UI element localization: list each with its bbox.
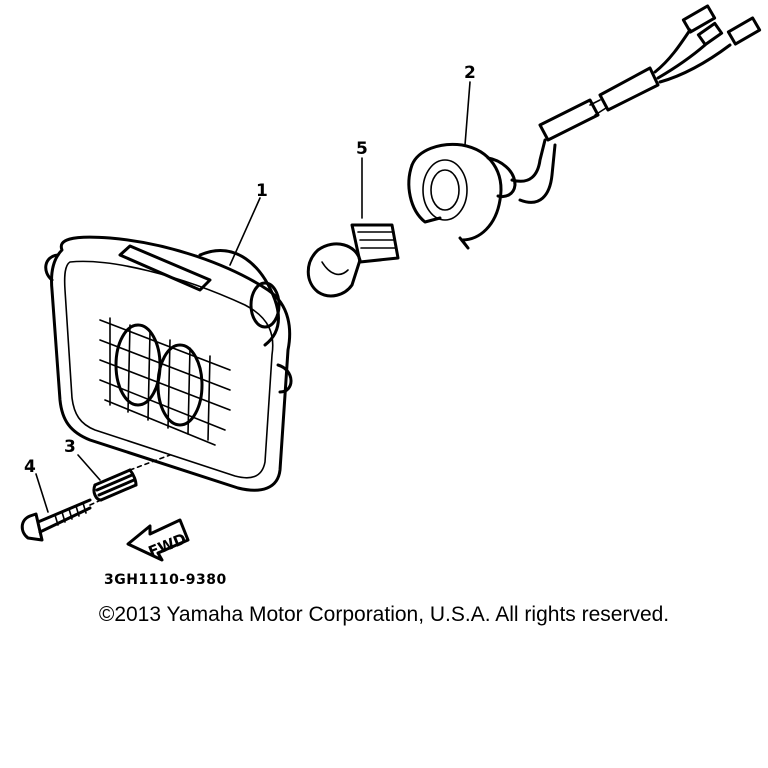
fwd-arrow-icon: FWD [126, 518, 190, 562]
adjuster-spring [92, 468, 138, 502]
callout-4: 4 [24, 457, 36, 477]
lens-grid [99, 317, 231, 446]
bulb [306, 223, 400, 298]
callout-2: 2 [464, 63, 476, 83]
exploded-view-svg: 1 2 3 4 5 FWD 3GH1110-9380 [20, 4, 762, 588]
wiring-harness [510, 4, 762, 204]
leader-lines [35, 81, 471, 513]
headlight-unit [44, 235, 293, 492]
callout-3: 3 [64, 437, 76, 457]
copyright-notice: ©2013 Yamaha Motor Corporation, U.S.A. A… [98, 603, 670, 626]
adjuster-screw [20, 498, 92, 542]
callout-1: 1 [256, 181, 268, 201]
drawing-code: 3GH1110-9380 [104, 572, 227, 588]
callout-5: 5 [356, 139, 368, 159]
bulb-socket [407, 142, 517, 250]
